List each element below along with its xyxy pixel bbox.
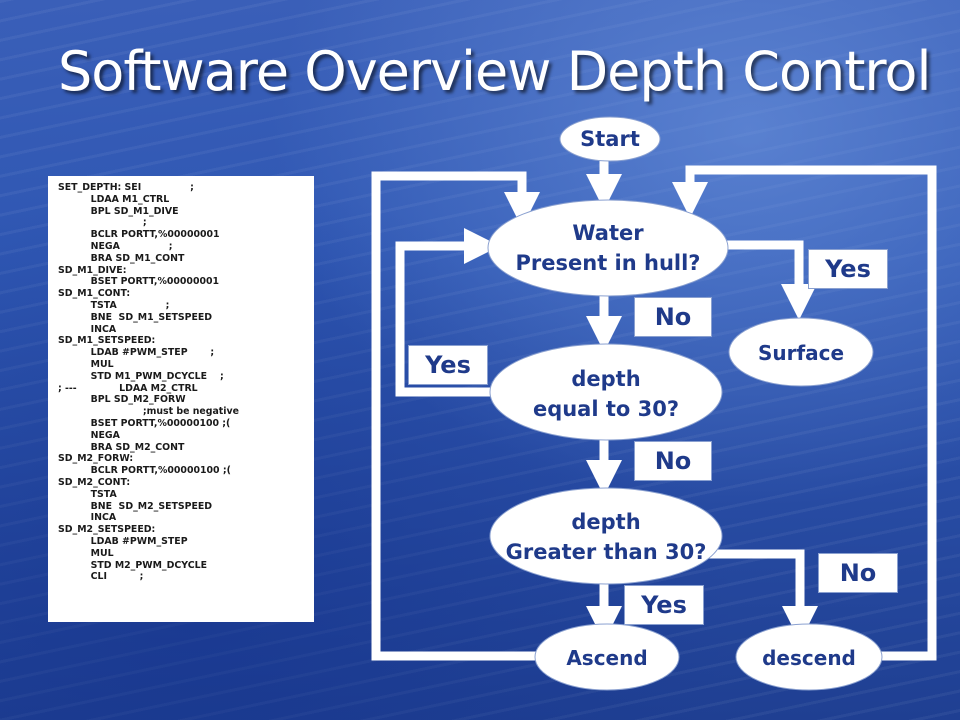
code-line: BRA SD_M1_CONT [58,252,185,264]
code-line: SD_M2_FORW: [58,453,134,465]
node-descend-label: descend [762,646,856,670]
code-line: BNE SD_M1_SETSPEED [58,311,213,323]
code-line: CLI ; [58,571,144,583]
branch-label-no-water: No [634,297,712,337]
arrow-depth-eq-loop [395,228,500,397]
code-line: INCA [58,512,117,524]
code-line: BRA SD_M2_CONT [58,441,185,453]
node-ascend-label: Ascend [566,646,648,670]
node-water-line2: Present in hull? [515,251,701,275]
node-depth-greater-label: depth Greater than 30? [506,507,707,567]
node-depth-greater-line1: depth [571,510,641,534]
branch-label-no-depth-gt: No [818,553,898,593]
arrow-depth-gt-to-descend [700,549,818,642]
slide-title: Software Overview Depth Control [58,40,931,103]
code-line: STD M2_PWM_DCYCLE [58,559,207,571]
code-line: INCA [58,323,117,335]
code-line: SET_DEPTH: SEI ; [58,182,194,193]
node-start-label: Start [580,127,640,151]
code-line: ; [58,217,147,229]
code-line: NEGA [58,429,120,441]
code-line: LDAB #PWM_STEP [58,535,188,547]
code-line: MUL [58,358,114,370]
code-line: SD_M2_SETSPEED: [58,524,156,536]
node-water-line1: Water [572,221,644,245]
branch-label-yes-water: Yes [808,249,888,289]
code-line: BPL SD_M1_DIVE [58,205,179,217]
branch-label-yes-depth: Yes [408,345,488,385]
node-ascend [534,623,680,691]
node-depth-greater-line2: Greater than 30? [505,540,707,564]
node-surface [728,317,874,387]
node-depth-equal-label: depth equal to 30? [533,364,679,424]
code-line: ;must be negative [58,406,239,418]
branch-label-no-depth-eq: No [634,441,712,481]
code-line: TSTA [58,488,117,500]
code-line: STD M1_PWM_DCYCLE ; [58,370,224,382]
code-line: SD_M1_DIVE: [58,264,127,276]
code-line: BSET PORTT,%00000100 ;( [58,417,231,429]
code-line: SD_M1_CONT: [58,288,131,300]
code-line: ; --- LDAA M2_CTRL [58,382,198,394]
node-depth-equal-line1: depth [571,367,641,391]
code-line: BPL SD_M2_FORW [58,394,186,406]
node-depth-equal [489,343,723,441]
arrow-ascend-loop [371,171,540,661]
branch-label-yes-ascend: Yes [624,585,704,625]
arrow-water-to-surface [700,240,817,320]
code-line: BCLR PORTT,%00000001 [58,229,220,241]
code-line: MUL [58,547,114,559]
code-line: BSET PORTT,%00000001 [58,276,220,288]
code-line: NEGA ; [58,240,173,252]
node-start [559,116,661,162]
node-water-label: Water Present in hull? [516,218,701,278]
code-line: BNE SD_M2_SETSPEED [58,500,213,512]
code-listing: SET_DEPTH: SEI ; LDAA M1_CTRL BPL SD_M1_… [48,176,314,622]
node-water [487,199,729,297]
code-line: LDAB #PWM_STEP ; [58,347,215,359]
node-descend [735,623,883,691]
node-surface-label: Surface [757,341,845,365]
code-line: TSTA ; [58,299,170,311]
code-line: SD_M1_SETSPEED: [58,335,156,347]
arrow-descend-loop [672,165,937,661]
node-depth-equal-line2: equal to 30? [532,397,680,421]
node-depth-greater [489,487,723,585]
code-line: BCLR PORTT,%00000100 ;( [58,465,231,477]
code-line: LDAA M1_CTRL [58,193,170,205]
code-line: SD_M2_CONT: [58,476,131,488]
